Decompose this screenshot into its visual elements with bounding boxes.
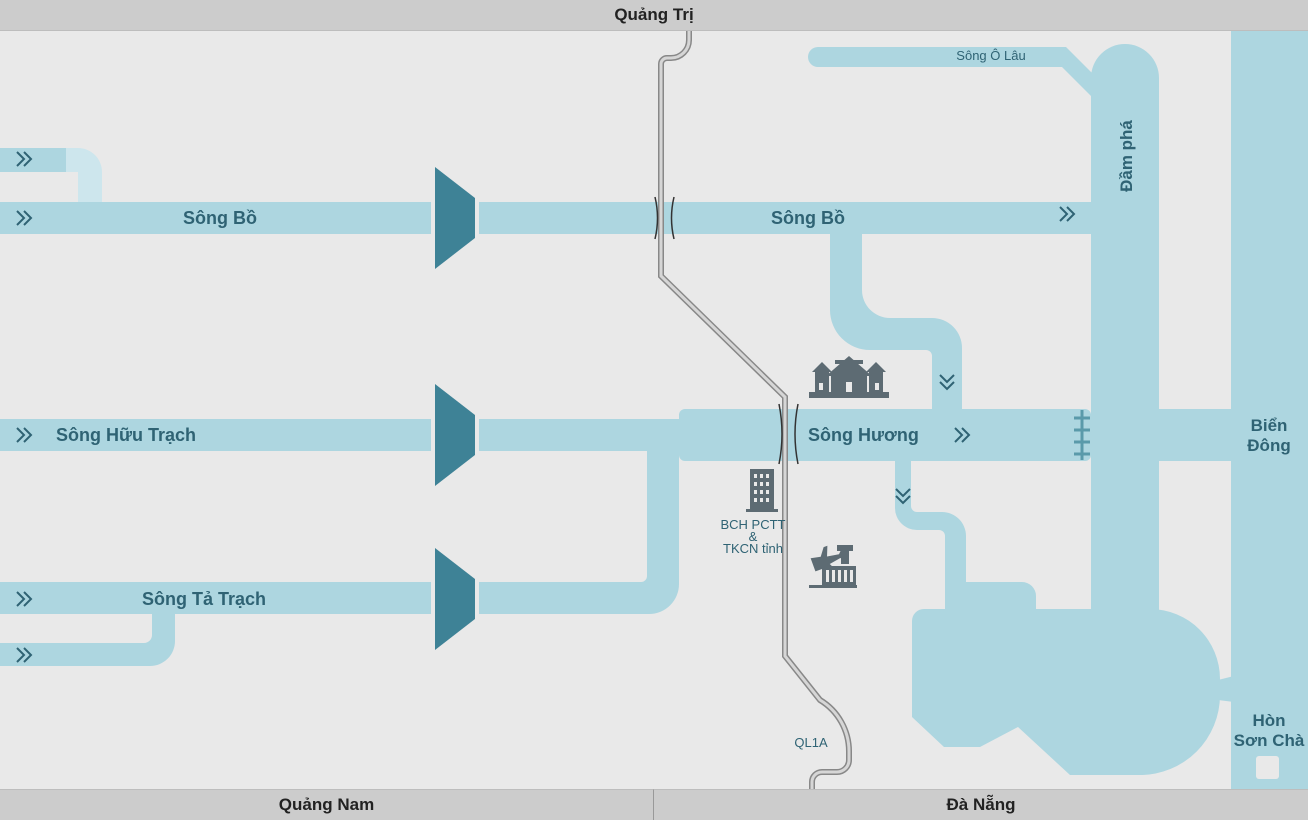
lagoon-label: Đầm phá: [1117, 120, 1136, 192]
flow-arrow-icon: [954, 427, 971, 443]
river-label-huu-trach: Sông Hữu Trạch: [56, 425, 196, 445]
highway-label: QL1A: [794, 735, 828, 750]
bo-west-channel: [0, 202, 431, 234]
flow-arrow-icon: [16, 210, 33, 226]
sea-gate-icon: [1074, 410, 1090, 460]
dam-icon: [435, 167, 475, 269]
o-lau-channel: [808, 47, 1096, 101]
sea-label-line1: Biển: [1251, 416, 1288, 435]
lagoon-vertical: [1091, 44, 1159, 620]
sea-label-line2: Đông: [1247, 436, 1290, 455]
river-label-bo-east: Sông Bồ: [771, 208, 845, 228]
dam-icon: [435, 384, 475, 486]
region-label-south-west: Quảng Nam: [0, 789, 654, 820]
command-label-line1: BCH PCTT: [721, 517, 786, 532]
dam-icons: [435, 167, 475, 650]
river-label-o-lau: Sông Ô Lâu: [956, 48, 1025, 63]
island-label-line1: Hòn: [1252, 711, 1285, 730]
ql1a-road: [659, 31, 851, 789]
flow-arrow-icon: [895, 488, 911, 505]
region-label-north: Quảng Trị: [0, 0, 1308, 31]
bridge-icon: [654, 196, 675, 240]
hon-son-cha-island: [1256, 756, 1279, 779]
river-label-huong: Sông Hương: [808, 425, 919, 445]
flood-map: Sông Bồ Sông Bồ Sông Hữu Trạch Sông Tả T…: [0, 31, 1308, 789]
ta-trach-west-channel: [0, 582, 431, 614]
command-label-line2: &: [749, 529, 758, 544]
ta-trach-connector: [479, 445, 679, 614]
lower-lagoon: [912, 609, 1220, 775]
bo-tributary-upper: [0, 148, 68, 172]
flow-arrow-icon: [16, 427, 33, 443]
flow-arrow-icon: [16, 151, 33, 167]
east-sea: [1231, 31, 1308, 789]
river-label-bo-west: Sông Bồ: [183, 208, 257, 228]
bridge-icon: [778, 403, 799, 465]
flow-arrow-icon: [1059, 206, 1076, 222]
bo-tributary-bend: [66, 148, 102, 204]
airport-icon: [809, 545, 857, 588]
flow-arrows: [16, 151, 1076, 663]
island-label-line2: Sơn Chà: [1234, 731, 1305, 750]
lower-lagoon-outlet: [1218, 676, 1234, 702]
water-network: [0, 31, 1308, 789]
bo-east-channel: [479, 202, 1091, 234]
ta-trach-tributary: [0, 608, 175, 666]
huu-trach-west-channel: [0, 419, 431, 451]
flow-arrow-icon: [16, 591, 33, 607]
huong-sea-mouth: [1091, 409, 1241, 461]
office-building-icon: [746, 469, 778, 512]
command-label-line3: TKCN tỉnh: [723, 541, 783, 556]
dam-icon: [435, 548, 475, 650]
flow-arrow-icon: [16, 647, 33, 663]
huong-south-branch: [895, 455, 1036, 612]
river-label-ta-trach: Sông Tả Trạch: [142, 589, 266, 609]
bo-huong-connector: [830, 226, 962, 412]
citadel-icon: [809, 356, 889, 398]
region-label-south-east: Đà Nẵng: [654, 789, 1308, 820]
flow-arrow-icon: [939, 374, 955, 391]
